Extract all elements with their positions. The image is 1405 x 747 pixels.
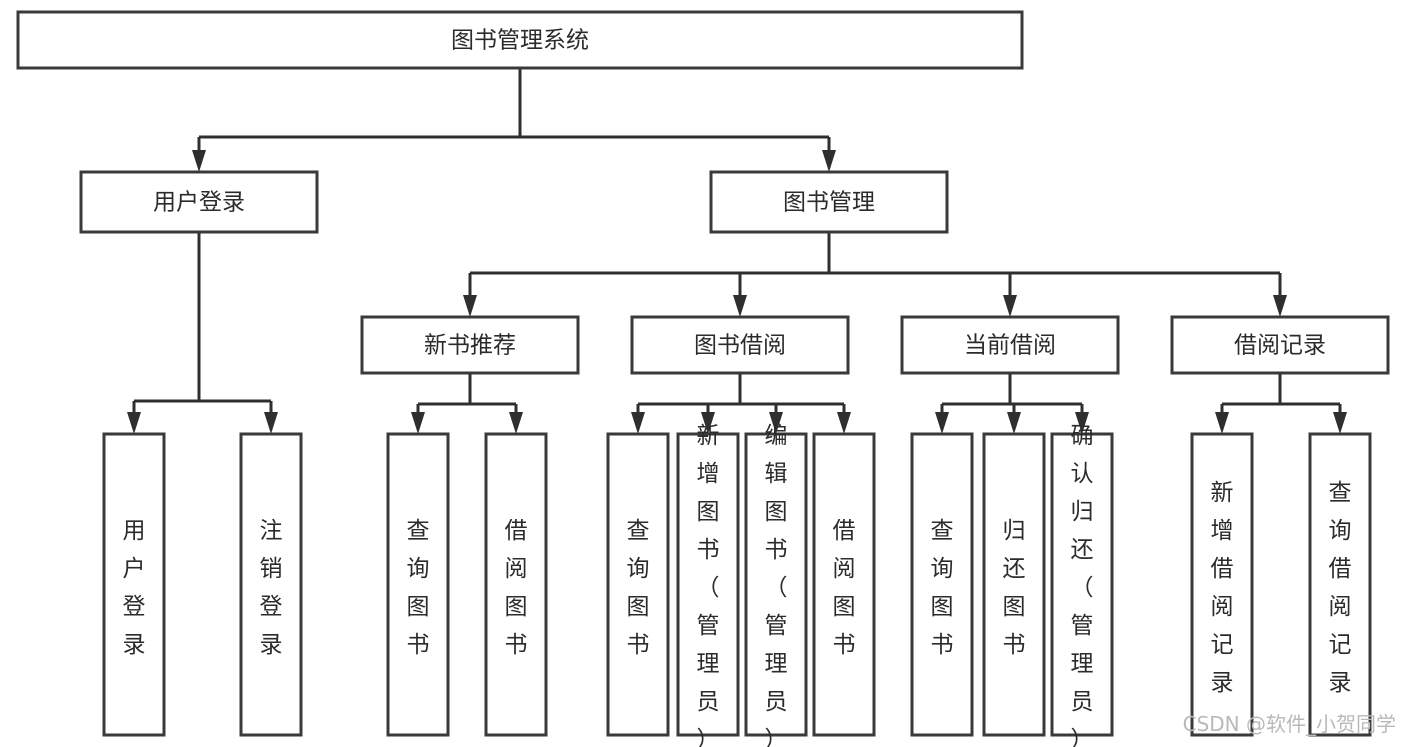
node-leaf13[interactable]: 查询借阅记录: [1308, 432, 1372, 737]
node-box[interactable]: [102, 432, 166, 737]
node-box[interactable]: [910, 432, 974, 737]
node-box[interactable]: [676, 432, 740, 737]
node-box[interactable]: [900, 315, 1120, 375]
node-box[interactable]: [744, 432, 808, 737]
connector-arrowhead: [463, 295, 477, 317]
node-label: 图书管理系统: [451, 28, 589, 54]
node-label: 借阅图书: [505, 518, 528, 658]
node-label: 用户登录: [123, 518, 146, 658]
connector-arrowhead: [935, 412, 949, 434]
node-label: 注销登录: [260, 518, 283, 658]
connector-group-current: [935, 373, 1089, 434]
node-label: 查询图书: [407, 518, 430, 658]
connector-arrowhead: [264, 412, 278, 434]
node-box[interactable]: [1050, 432, 1114, 737]
node-records[interactable]: 借阅记录: [1170, 315, 1390, 375]
csdn-watermark: CSDN @软件_小贺同学: [1183, 712, 1396, 736]
node-label: 图书管理: [783, 190, 875, 216]
node-newbook[interactable]: 新书推荐: [360, 315, 580, 375]
node-box[interactable]: [812, 432, 876, 737]
node-leaf2[interactable]: 注销登录: [239, 432, 303, 737]
node-box[interactable]: [709, 170, 949, 234]
connector-arrowhead: [1215, 412, 1229, 434]
node-leaf9[interactable]: 查询图书: [910, 432, 974, 737]
node-label: 编辑图书（管理员）: [765, 423, 788, 747]
node-leaf1[interactable]: 用户登录: [102, 432, 166, 737]
connector-arrowhead: [1273, 295, 1287, 317]
node-label: 确认归还（管理员）: [1071, 423, 1094, 747]
connector-arrowhead: [701, 412, 715, 434]
node-leaf6[interactable]: 新增图书（管理员）: [676, 423, 740, 747]
node-box[interactable]: [1190, 432, 1254, 737]
connector-arrowhead: [822, 150, 836, 172]
node-leaf12[interactable]: 新增借阅记录: [1190, 432, 1254, 737]
connector-group-borrow: [631, 373, 851, 434]
connector-group-newbook: [411, 373, 523, 434]
connector-arrowhead: [127, 412, 141, 434]
node-label: 图书借阅: [694, 333, 786, 359]
node-box[interactable]: [1308, 432, 1372, 737]
node-box[interactable]: [484, 432, 548, 737]
node-leaf3[interactable]: 查询图书: [386, 432, 450, 737]
connector-arrowhead: [192, 150, 206, 172]
connector-arrowhead: [1007, 412, 1021, 434]
node-label: 借阅图书: [833, 518, 856, 658]
node-leaf10[interactable]: 归还图书: [982, 432, 1046, 737]
node-label: 用户登录: [153, 190, 245, 216]
node-box[interactable]: [16, 10, 1024, 70]
node-box[interactable]: [982, 432, 1046, 737]
node-box[interactable]: [239, 432, 303, 737]
node-label: 新书推荐: [424, 333, 516, 359]
connector-arrowhead: [1333, 412, 1347, 434]
node-label: 查询图书: [627, 518, 650, 658]
node-box[interactable]: [79, 170, 319, 234]
node-box[interactable]: [630, 315, 850, 375]
connector-arrowhead: [509, 412, 523, 434]
node-current[interactable]: 当前借阅: [900, 315, 1120, 375]
connector-arrowhead: [631, 412, 645, 434]
node-label: 归还图书: [1003, 518, 1026, 658]
connector-arrowhead: [411, 412, 425, 434]
connector-group-login: [127, 232, 278, 434]
node-box[interactable]: [1170, 315, 1390, 375]
node-leaf11[interactable]: 确认归还（管理员）: [1050, 423, 1114, 747]
node-label: 借阅记录: [1234, 333, 1326, 359]
node-bookmgmt[interactable]: 图书管理: [709, 170, 949, 234]
connector-group-root: [192, 68, 836, 172]
node-leaf4[interactable]: 借阅图书: [484, 432, 548, 737]
node-label: 新增图书（管理员）: [697, 423, 720, 747]
connector-group-records: [1215, 373, 1347, 434]
connector-arrowhead: [837, 412, 851, 434]
node-box[interactable]: [606, 432, 670, 737]
node-leaf8[interactable]: 借阅图书: [812, 432, 876, 737]
connector-group-bookmgmt: [463, 232, 1287, 317]
connectors-layer: [127, 68, 1347, 434]
connector-arrowhead: [733, 295, 747, 317]
node-label: 查询图书: [931, 518, 954, 658]
node-box[interactable]: [386, 432, 450, 737]
connector-arrowhead: [1003, 295, 1017, 317]
node-leaf5[interactable]: 查询图书: [606, 432, 670, 737]
connector-arrowhead: [769, 412, 783, 434]
node-box[interactable]: [360, 315, 580, 375]
connector-arrowhead: [1075, 412, 1089, 434]
node-label: 查询借阅记录: [1329, 480, 1352, 696]
nodes-layer: 图书管理系统用户登录图书管理新书推荐图书借阅当前借阅借阅记录用户登录注销登录查询…: [16, 10, 1390, 747]
node-root[interactable]: 图书管理系统: [16, 10, 1024, 70]
node-borrow[interactable]: 图书借阅: [630, 315, 850, 375]
node-login[interactable]: 用户登录: [79, 170, 319, 234]
node-label: 新增借阅记录: [1211, 480, 1234, 696]
node-leaf7[interactable]: 编辑图书（管理员）: [744, 423, 808, 747]
node-label: 当前借阅: [964, 333, 1056, 359]
